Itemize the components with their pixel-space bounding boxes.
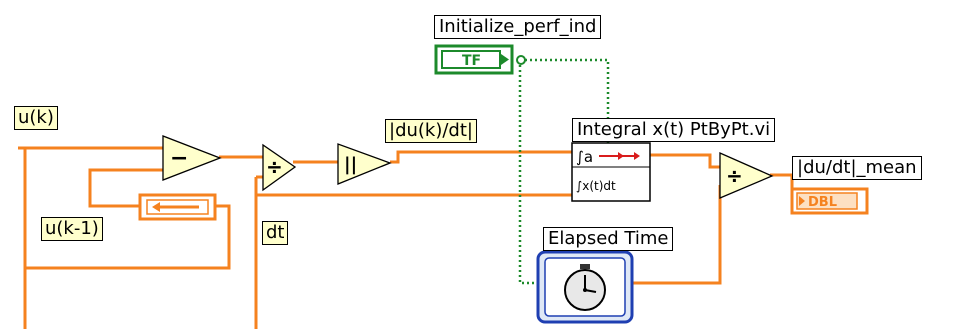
divide-node-2[interactable]: ÷ [719, 152, 774, 199]
integral-top-text: ∫a [576, 148, 593, 166]
label-uk: u(k) [14, 106, 58, 130]
abs-symbol: || [344, 154, 357, 175]
divide-symbol-1: ÷ [266, 155, 283, 179]
dbl-indicator-terminal[interactable]: DBL [790, 187, 869, 215]
integral-arrow-icon [599, 152, 640, 160]
numeric-wires [18, 146, 794, 329]
label-dudt-mean: |du/dt|_mean [792, 156, 922, 180]
boolean-control-terminal[interactable]: TF [434, 44, 514, 75]
label-dudt: |du(k)/dt| [385, 119, 477, 143]
subtract-node[interactable]: − [162, 135, 222, 181]
bool-terminal-text: TF [462, 53, 481, 69]
dbl-terminal-text: DBL [808, 195, 837, 210]
boolean-wires [516, 55, 610, 285]
integral-bottom-text: ∫x(t)dt [576, 179, 616, 193]
label-initialize-perf-ind: Initialize_perf_ind [434, 15, 602, 39]
label-elapsed-time: Elapsed Time [543, 227, 674, 251]
label-integral-subvi: Integral x(t) PtByPt.vi [572, 118, 776, 142]
elapsed-time-vi[interactable] [536, 250, 634, 324]
subtract-symbol: − [170, 146, 188, 171]
feedback-node[interactable] [138, 193, 217, 221]
absolute-value-node[interactable]: || [337, 143, 392, 185]
divide-symbol-2: ÷ [726, 164, 743, 188]
integral-subvi[interactable]: ∫a ∫x(t)dt [571, 142, 651, 202]
divide-node-1[interactable]: ÷ [262, 143, 297, 192]
label-ukm1: u(k-1) [41, 217, 103, 241]
label-dt: dt [262, 221, 289, 245]
stopwatch-icon [564, 264, 606, 311]
